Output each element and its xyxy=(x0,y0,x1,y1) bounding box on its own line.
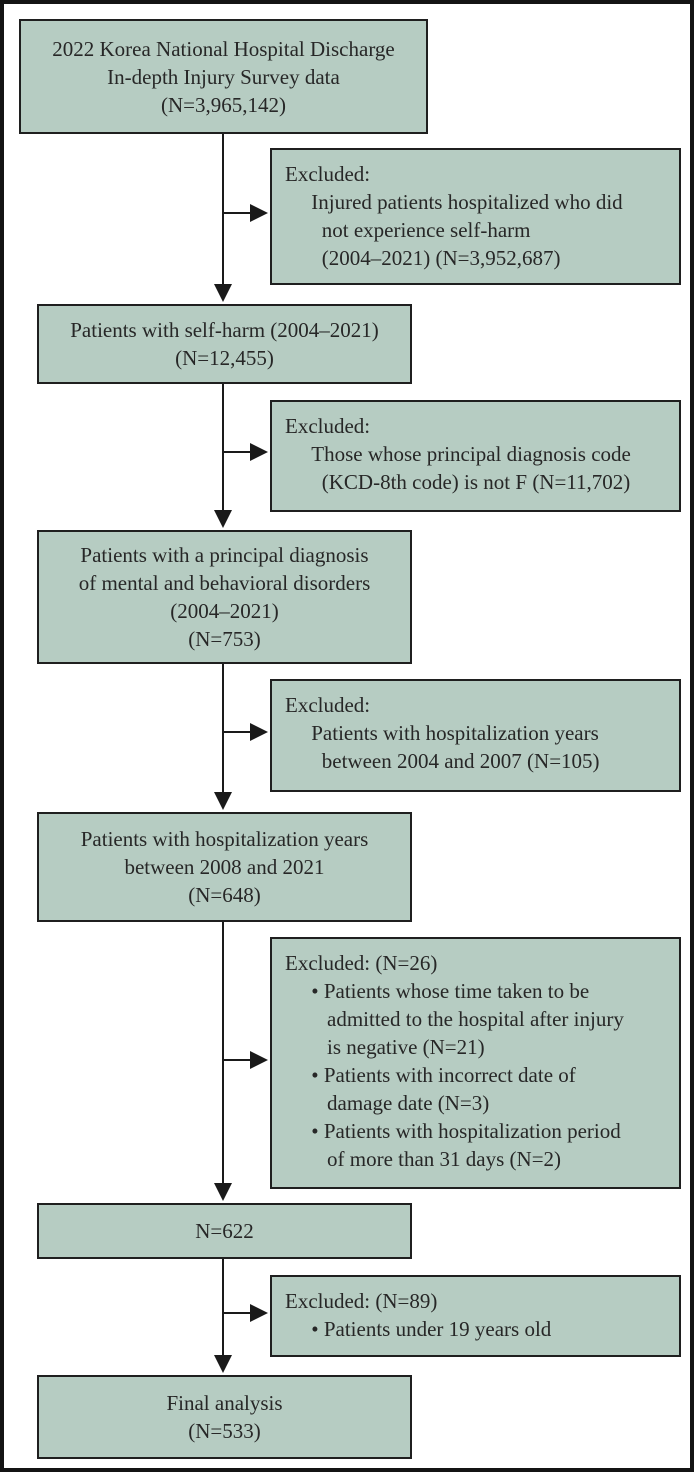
excluded-box-under-19: Excluded: (N=89) • Patients under 19 yea… xyxy=(270,1275,681,1357)
box-self-harm-patients: Patients with self-harm (2004–2021) (N=1… xyxy=(37,304,412,384)
excluded-box-years-2004-2007: Excluded: Patients with hospitalization … xyxy=(270,679,681,792)
excluded-box-data-quality: Excluded: (N=26) • Patients whose time t… xyxy=(270,937,681,1189)
box-n622: N=622 xyxy=(37,1203,412,1259)
excluded-box-not-self-harm: Excluded: Injured patients hospitalized … xyxy=(270,148,681,285)
excluded-box-not-f-code: Excluded: Those whose principal diagnosi… xyxy=(270,400,681,512)
box-final-analysis: Final analysis (N=533) xyxy=(37,1375,412,1459)
box-source-data: 2022 Korea National Hospital Discharge I… xyxy=(19,19,428,134)
box-hospitalization-years: Patients with hospitalization years betw… xyxy=(37,812,412,922)
box-principal-diagnosis: Patients with a principal diagnosis of m… xyxy=(37,530,412,664)
